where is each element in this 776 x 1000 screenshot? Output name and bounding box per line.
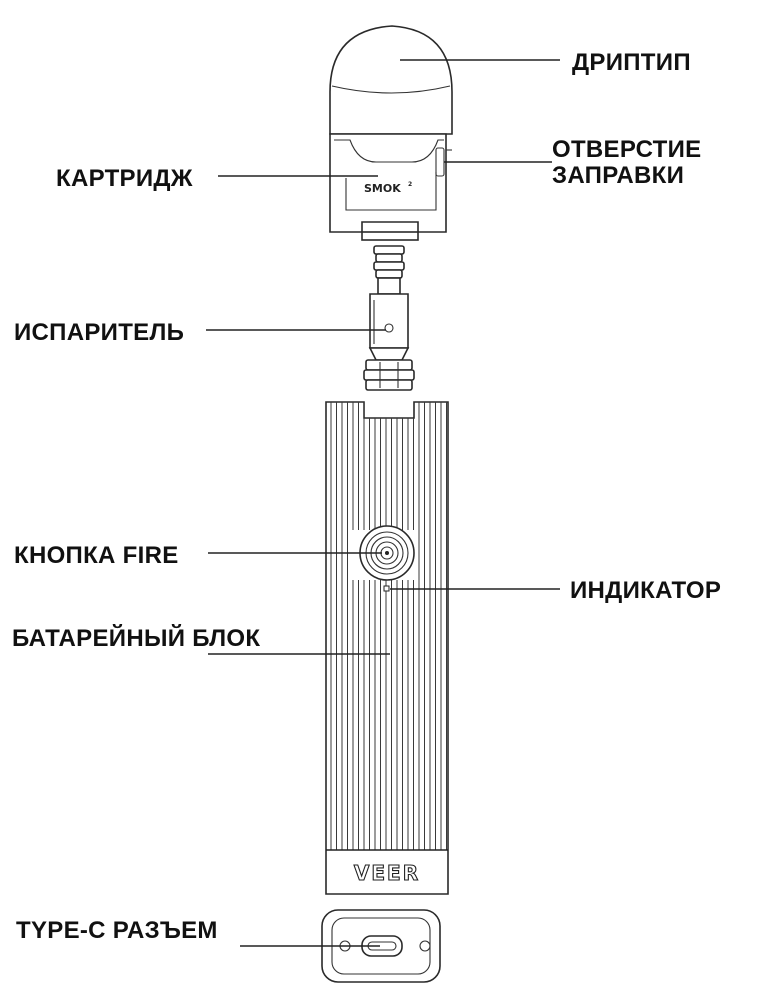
label-usb: TYPE-C РАЗЪЕМ [16,917,218,944]
label-fill-port-line2: ЗАПРАВКИ [552,162,684,189]
driptip-part [330,26,452,134]
battery-part: VEER [326,402,448,894]
label-fill-port-line1: ОТВЕРСТИЕ [552,136,701,163]
label-driptip: ДРИПТИП [572,49,691,76]
label-coil: ИСПАРИТЕЛЬ [14,319,184,346]
label-cartridge: КАРТРИДЖ [56,165,193,192]
label-battery: БАТАРЕЙНЫЙ БЛОК [12,624,260,652]
label-indicator: ИНДИКАТОР [570,577,721,604]
cartridge-logo: SMOK [364,182,401,195]
label-fire-button: КНОПКА FIRE [14,542,179,569]
battery-logo: VEER [354,861,420,885]
coil-part [364,246,414,390]
cartridge-part: SMOK 2 [330,134,452,240]
svg-text:2: 2 [408,181,412,188]
